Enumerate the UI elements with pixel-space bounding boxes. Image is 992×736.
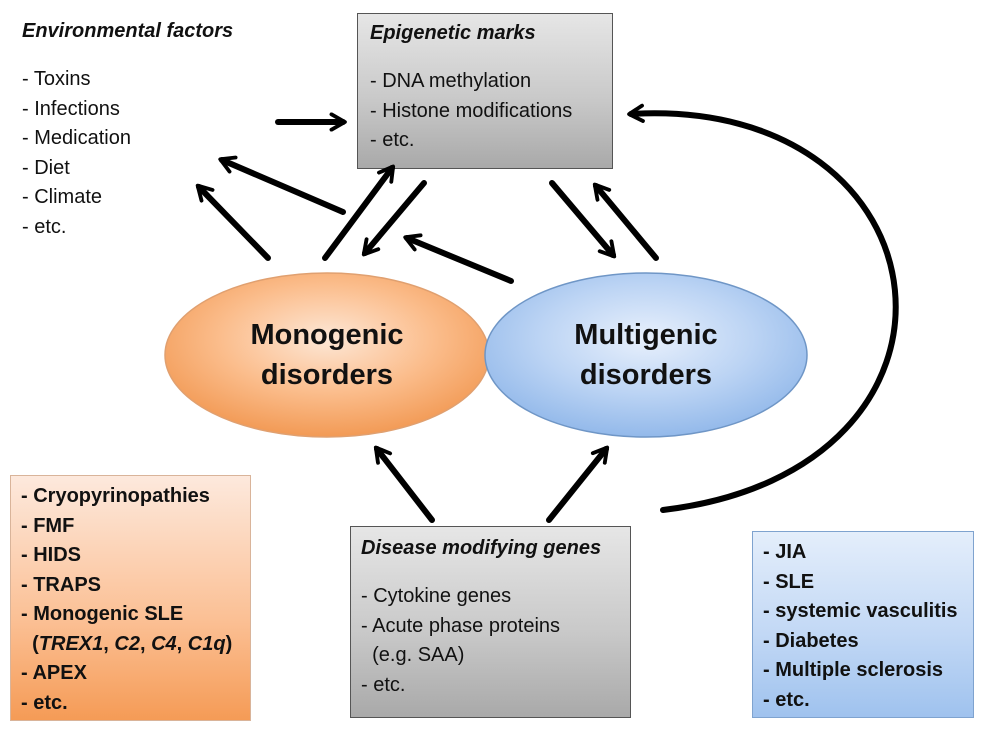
dmg-item-saa: (e.g. SAA) [361,644,465,666]
arrow-genes-to-multi [546,445,610,523]
mono-item-apex: - APEX [21,662,87,684]
gene-c2: C2 [114,632,140,655]
multi-item-etc: - etc. [763,688,810,711]
disease-modifying-genes-box: Disease modifying genes - Cytokine genes… [350,526,631,718]
mono-item-hids: - HIDS [21,544,81,566]
mono-item-cryopyrinopathies: - Cryopyrinopathies [21,485,210,507]
mono-item-etc: - etc. [21,691,68,714]
epigenetic-marks-title: Epigenetic marks [370,22,536,44]
arrow-epi-to-multi [549,180,617,259]
mono-item-traps: - TRAPS [21,573,101,596]
multigenic-label-line1: Multigenic [574,319,718,351]
mono-item-fmf: - FMF [21,514,75,537]
arrow-mono-to-env-lower [195,183,271,261]
mono-item-monogenic-sle: - Monogenic SLE [21,603,184,625]
arrow-mono-to-env-upper [218,155,346,215]
genes-sep-3: , [176,632,188,655]
multigenic-examples-box: - JIA - SLE - systemic vasculitis - Diab… [752,531,974,718]
env-item-etc: - etc. [22,215,67,238]
env-item-medication: - Medication [22,127,131,149]
dmg-item-etc: - etc. [361,673,406,696]
multi-item-ms: - Multiple sclerosis [763,659,944,681]
disease-modifying-genes-title: Disease modifying genes [361,537,602,559]
epi-item-dna-methylation: - DNA methylation [370,70,532,92]
multi-item-diabetes: - Diabetes [763,629,859,652]
arrow-multi-to-epi [592,182,659,261]
mono-item-genes: (TREX1, C2, C4, C1q) [21,630,250,660]
env-item-climate: - Climate [22,186,103,208]
arrow-genes-to-epi-curve [627,103,899,513]
env-item-infections: - Infections [22,97,120,120]
multi-item-sle: - SLE [763,570,815,593]
monogenic-label-line1: Monogenic [250,319,404,351]
multi-item-jia: - JIA [763,541,807,563]
env-item-toxins: - Toxins [22,68,91,90]
gene-c4: C4 [151,632,177,655]
monogenic-disorders-label: Monogenic disorders [197,315,457,395]
multi-item-vasculitis: - systemic vasculitis [763,600,958,622]
env-item-diet: - Diet [22,156,70,179]
arrow-epi-to-mono [361,180,427,257]
gene-trex1: TREX1 [38,632,104,655]
arrow-mono-to-epi [322,164,396,261]
epi-item-histone: - Histone modifications [370,99,573,122]
multigenic-label-line2: disorders [579,359,713,391]
monogenic-label-line2: disorders [260,359,394,391]
arrow-multi-to-mono [403,233,514,284]
genes-close-paren: ) [225,632,233,655]
genes-open-paren: ( [21,632,39,655]
epi-item-etc: - etc. [370,129,415,151]
arrow-genes-to-mono [373,445,435,523]
dmg-item-acute-phase: - Acute phase proteins [361,614,561,637]
multigenic-ellipse [484,272,808,438]
genes-sep-1: , [103,632,115,655]
genes-sep-2: , [139,632,152,655]
multigenic-disorders-label: Multigenic disorders [516,315,776,395]
epigenetic-marks-box: Epigenetic marks - DNA methylation - His… [357,13,613,169]
monogenic-examples-box: - Cryopyrinopathies - FMF - HIDS - TRAPS… [10,475,251,721]
dmg-item-cytokine: - Cytokine genes [361,585,512,607]
gene-c1q: C1q [187,632,226,655]
environmental-factors-title: Environmental factors [22,20,234,42]
environmental-factors: Environmental factors - Toxins - Infecti… [22,20,233,242]
